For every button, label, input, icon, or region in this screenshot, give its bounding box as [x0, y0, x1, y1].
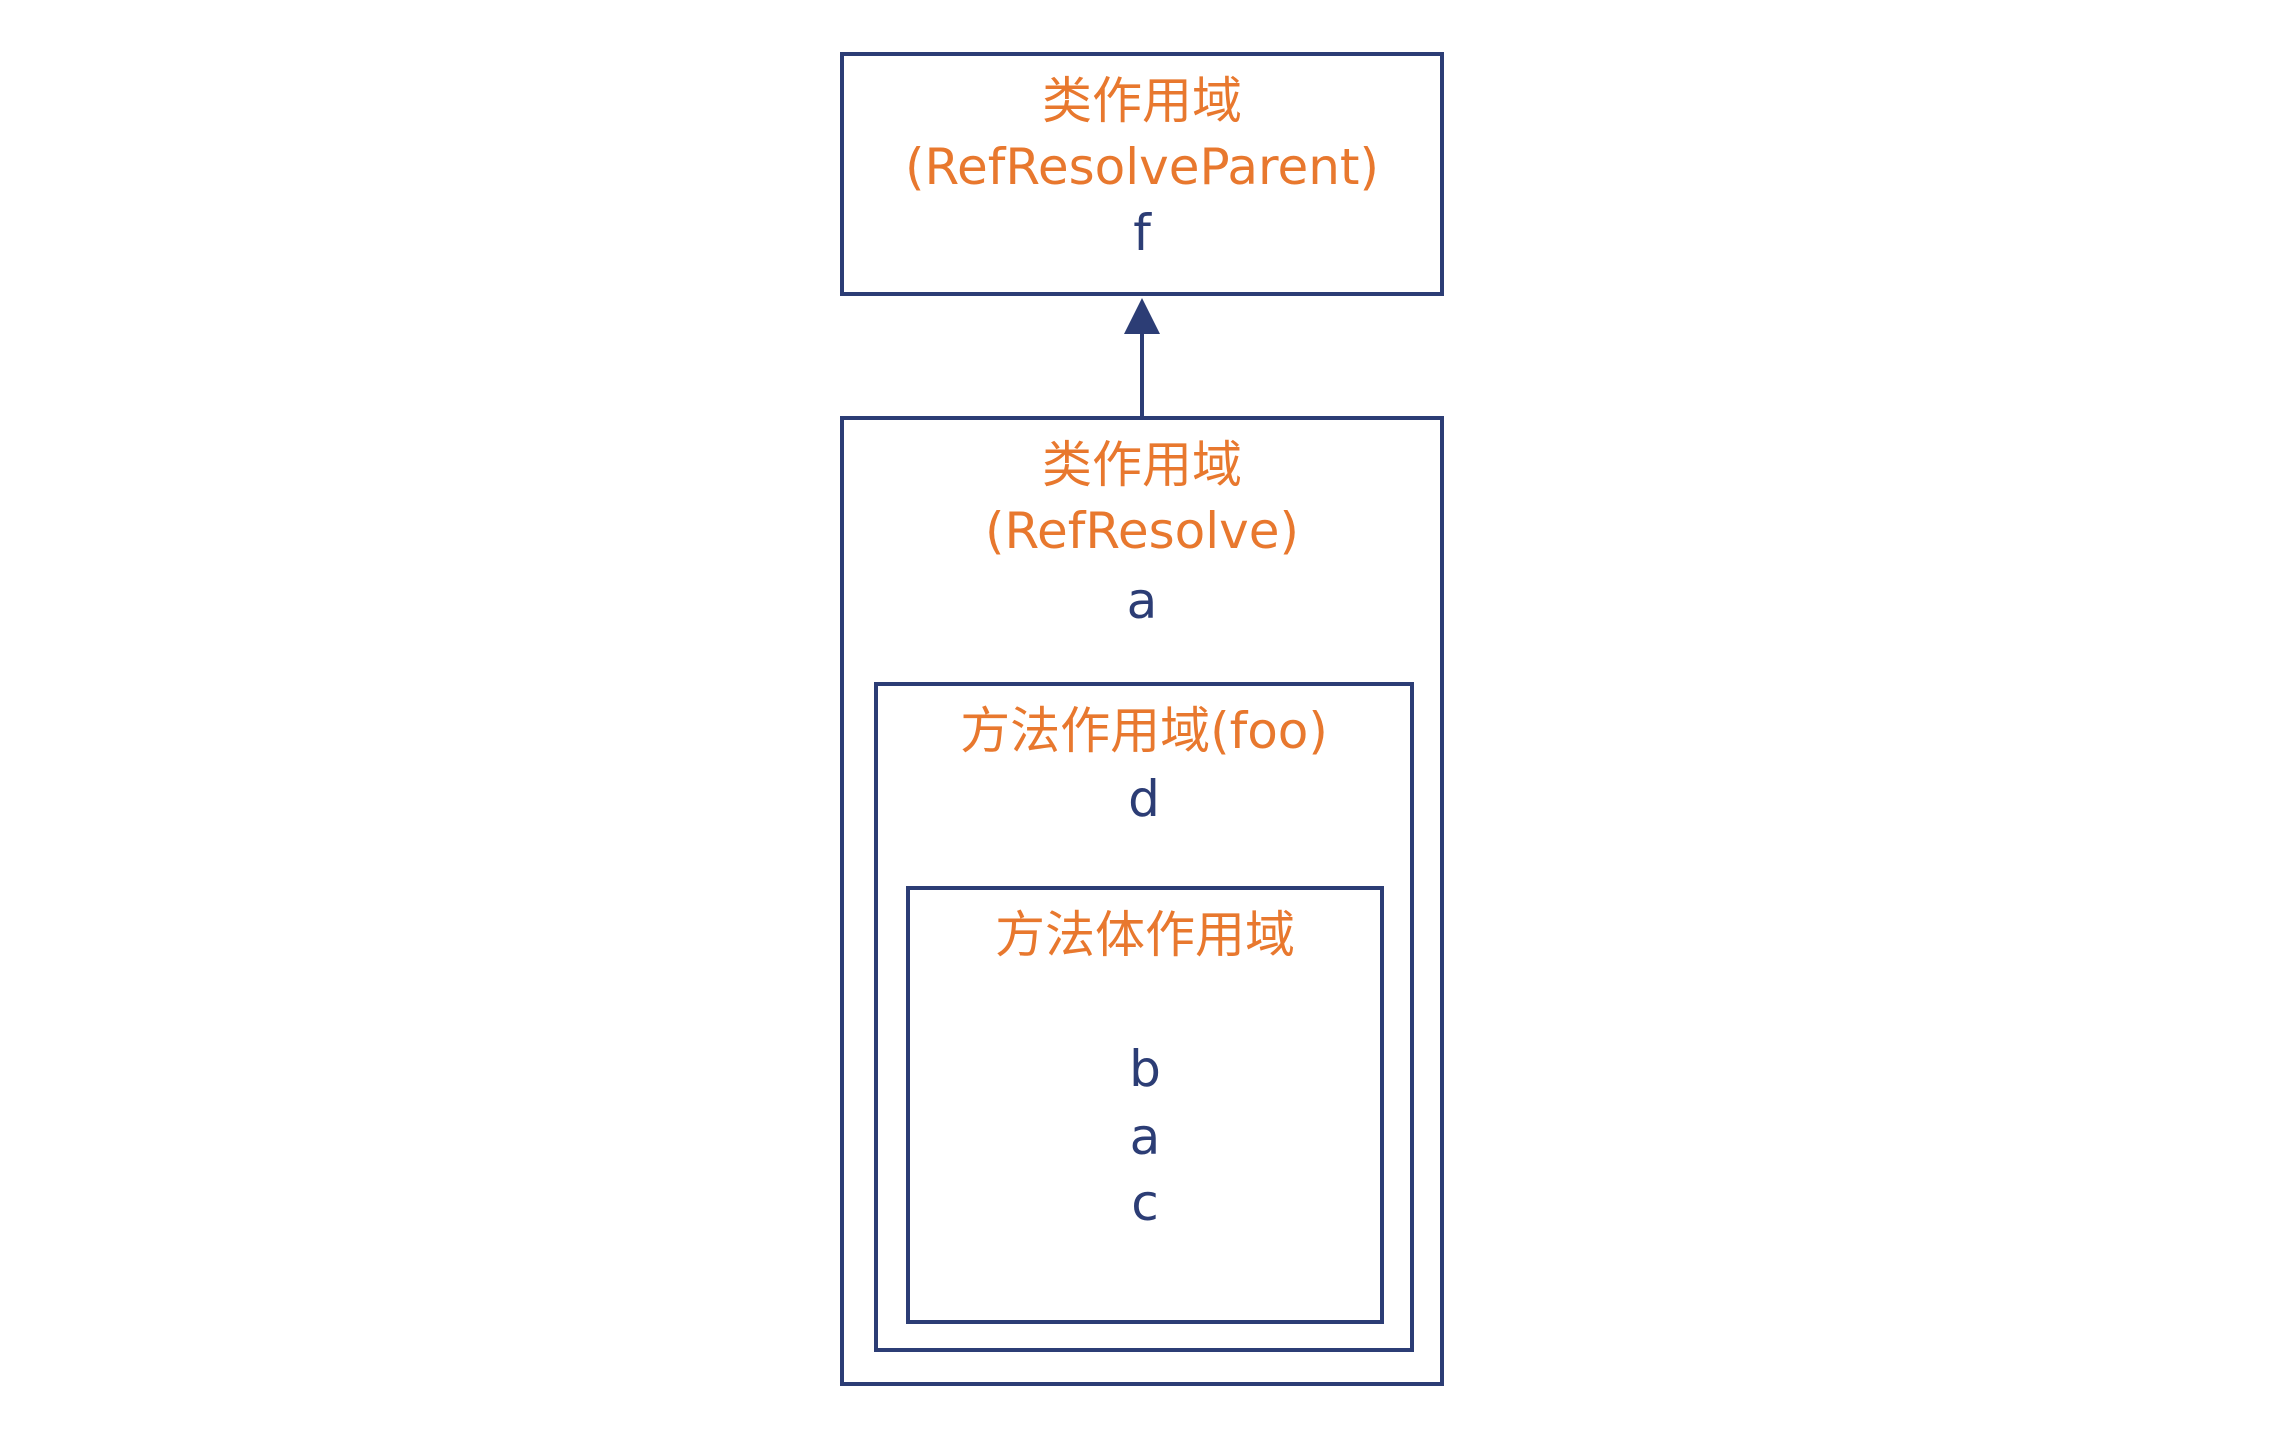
method-body-scope-box: 方法体作用域 b a c: [906, 886, 1384, 1324]
class-scope-title: 类作用域: [1042, 436, 1242, 494]
method-scope-title: 方法作用域(foo): [960, 702, 1328, 760]
method-scope-box: 方法作用域(foo) d 方法体作用域 b a c: [874, 682, 1414, 1352]
parent-scope-title: 类作用域: [1042, 72, 1242, 130]
parent-link-arrowhead: [1124, 298, 1160, 334]
parent-class-scope-box: 类作用域 (RefResolveParent) f: [840, 52, 1444, 296]
method-body-variable-a: a: [1129, 1108, 1161, 1166]
parent-scope-variable: f: [1133, 204, 1151, 262]
method-body-variable-c: c: [1131, 1174, 1159, 1232]
class-scope-box: 类作用域 (RefResolve) a 方法作用域(foo) d 方法体作用域 …: [840, 416, 1444, 1386]
parent-scope-subtitle: (RefResolveParent): [904, 138, 1380, 196]
method-scope-variable: d: [1128, 770, 1160, 828]
class-scope-variable: a: [1126, 572, 1158, 630]
method-body-scope-title: 方法体作用域: [995, 906, 1295, 964]
class-scope-subtitle: (RefResolve): [984, 502, 1299, 560]
method-body-variable-b: b: [1129, 1040, 1161, 1098]
